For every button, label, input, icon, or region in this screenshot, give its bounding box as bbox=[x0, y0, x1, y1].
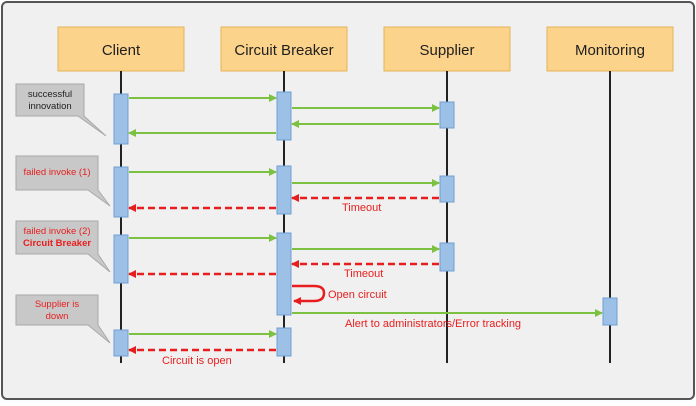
activation-bar bbox=[276, 165, 292, 215]
participant-circuit-breaker-box bbox=[220, 26, 348, 72]
message-label-timeout: Timeout bbox=[344, 268, 383, 280]
activation-bar bbox=[439, 242, 455, 272]
participant-circuit-breaker-label: Circuit Breaker bbox=[234, 42, 333, 59]
callout-successful-innovation: successful innovation bbox=[15, 83, 107, 137]
callout-line: down bbox=[46, 311, 69, 322]
callout-line: failed invoke (2) bbox=[23, 226, 90, 237]
diagram-frame bbox=[1, 1, 695, 400]
participant-client-label: Client bbox=[102, 42, 141, 59]
message-label-alert: Alert to administrators/Error tracking bbox=[345, 318, 521, 330]
activation-bar bbox=[602, 297, 618, 326]
callout-line: failed invoke (1) bbox=[23, 167, 90, 178]
message-label-open-circuit: Open circuit bbox=[328, 289, 387, 301]
activation-bars bbox=[113, 91, 618, 357]
activation-bar bbox=[113, 93, 129, 145]
activation-bar bbox=[113, 166, 129, 218]
callout-supplier-down: Supplier is down bbox=[15, 294, 111, 344]
activation-bar bbox=[276, 91, 292, 141]
callout-line: Circuit Breaker bbox=[23, 238, 91, 249]
callout-shape bbox=[15, 294, 111, 344]
participant-supplier: Supplier bbox=[383, 26, 511, 72]
activation-bar bbox=[439, 101, 455, 129]
activation-bar bbox=[439, 175, 455, 203]
participant-supplier-box bbox=[383, 26, 511, 72]
activation-bar bbox=[276, 327, 292, 357]
participant-circuit-breaker: Circuit Breaker bbox=[220, 26, 348, 72]
activation-bar bbox=[276, 232, 292, 316]
message-label-circuit-open: Circuit is open bbox=[162, 355, 232, 367]
participant-client: Client bbox=[57, 26, 185, 72]
message-label-timeout: Timeout bbox=[342, 202, 381, 214]
participant-monitoring: Monitoring bbox=[546, 26, 674, 72]
messages: Timeout Timeout Open circuit Alert to ad… bbox=[128, 94, 603, 367]
participant-supplier-label: Supplier bbox=[419, 42, 474, 59]
callout-shape bbox=[15, 83, 107, 137]
activation-bar bbox=[113, 329, 129, 357]
callout-shape bbox=[15, 155, 111, 207]
activation-bar bbox=[113, 234, 129, 284]
callout-failed-invoke-1: failed invoke (1) bbox=[15, 155, 111, 207]
callout-line: innovation bbox=[28, 101, 71, 112]
participant-monitoring-label: Monitoring bbox=[575, 42, 645, 59]
callout-line: Supplier is bbox=[35, 299, 80, 310]
callout-shape bbox=[15, 220, 111, 273]
callout-line: successful bbox=[28, 89, 72, 100]
participant-client-box bbox=[57, 26, 185, 72]
callout-failed-invoke-2: failed invoke (2) Circuit Breaker bbox=[15, 220, 111, 273]
message-arrow-self-loop bbox=[292, 284, 326, 305]
